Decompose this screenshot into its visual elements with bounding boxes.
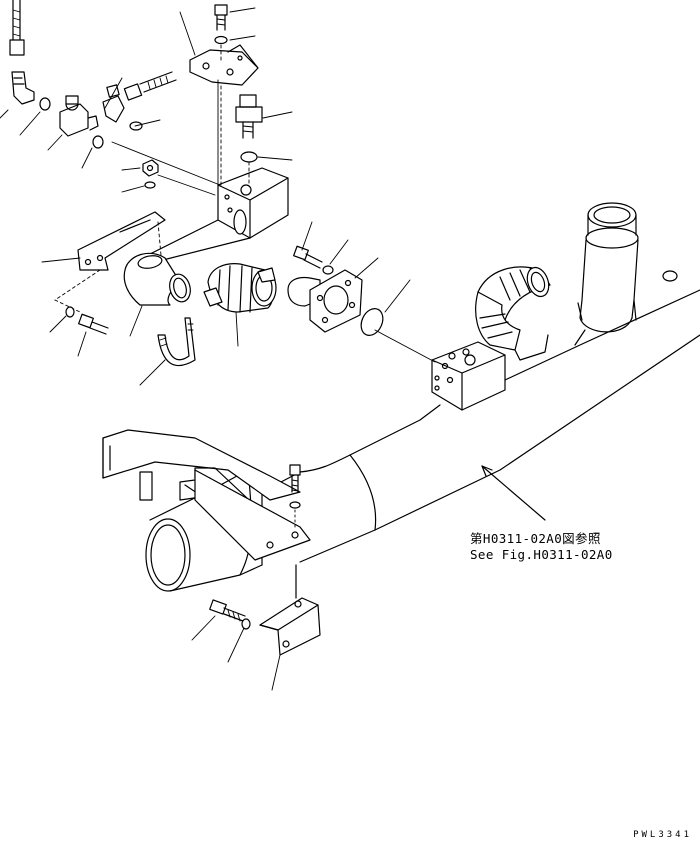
bolt-lower: [210, 600, 245, 621]
flex-elbow-hose: [476, 264, 553, 360]
bellows-coupling: [204, 264, 276, 312]
bolt-bracket-top: [290, 465, 300, 492]
left-support-bracket: [78, 212, 165, 270]
leader-lines: [0, 8, 410, 690]
bolt-left: [79, 314, 108, 334]
flange-pipe: [288, 270, 362, 332]
washer-right: [663, 271, 677, 281]
washer-lower: [242, 619, 250, 629]
gasket-ring: [357, 305, 387, 339]
pipe-junction-block: [432, 342, 505, 410]
pipe-connector-fitting: [236, 95, 262, 138]
washer-left: [66, 307, 74, 317]
washer-flange: [323, 266, 333, 274]
washer-nut: [145, 182, 155, 188]
tee-valve-fitting: [60, 96, 98, 136]
reference-arrow: [482, 466, 545, 520]
upper-mount-bracket: [190, 45, 258, 85]
drawing-code: PWL3341: [633, 830, 692, 840]
seal-ring-lower-left: [93, 136, 103, 148]
hex-nut: [143, 160, 158, 176]
elbow-fitting-right: [103, 85, 124, 122]
lower-mount-bracket: [260, 565, 320, 655]
threaded-bolt-long: [124, 72, 176, 100]
hose-fitting-top-left: [10, 0, 24, 55]
elbow-pipe: [124, 253, 193, 305]
u-bolt-clamp: [158, 318, 195, 366]
seal-ring-left: [40, 98, 50, 110]
bolt-flange: [294, 246, 322, 268]
elbow-fitting-left: [12, 72, 34, 104]
reference-note-english: See Fig.H0311-02A0: [470, 547, 613, 562]
tail-pipe: [575, 203, 638, 345]
front-pipe-assembly: [103, 430, 310, 591]
washer-bracket-top: [290, 502, 300, 508]
bolt-top: [215, 5, 227, 30]
washer-top: [215, 37, 227, 44]
seal-ring-small: [241, 152, 257, 162]
reference-note-japanese: 第H0311-02A0図参照: [470, 531, 601, 546]
